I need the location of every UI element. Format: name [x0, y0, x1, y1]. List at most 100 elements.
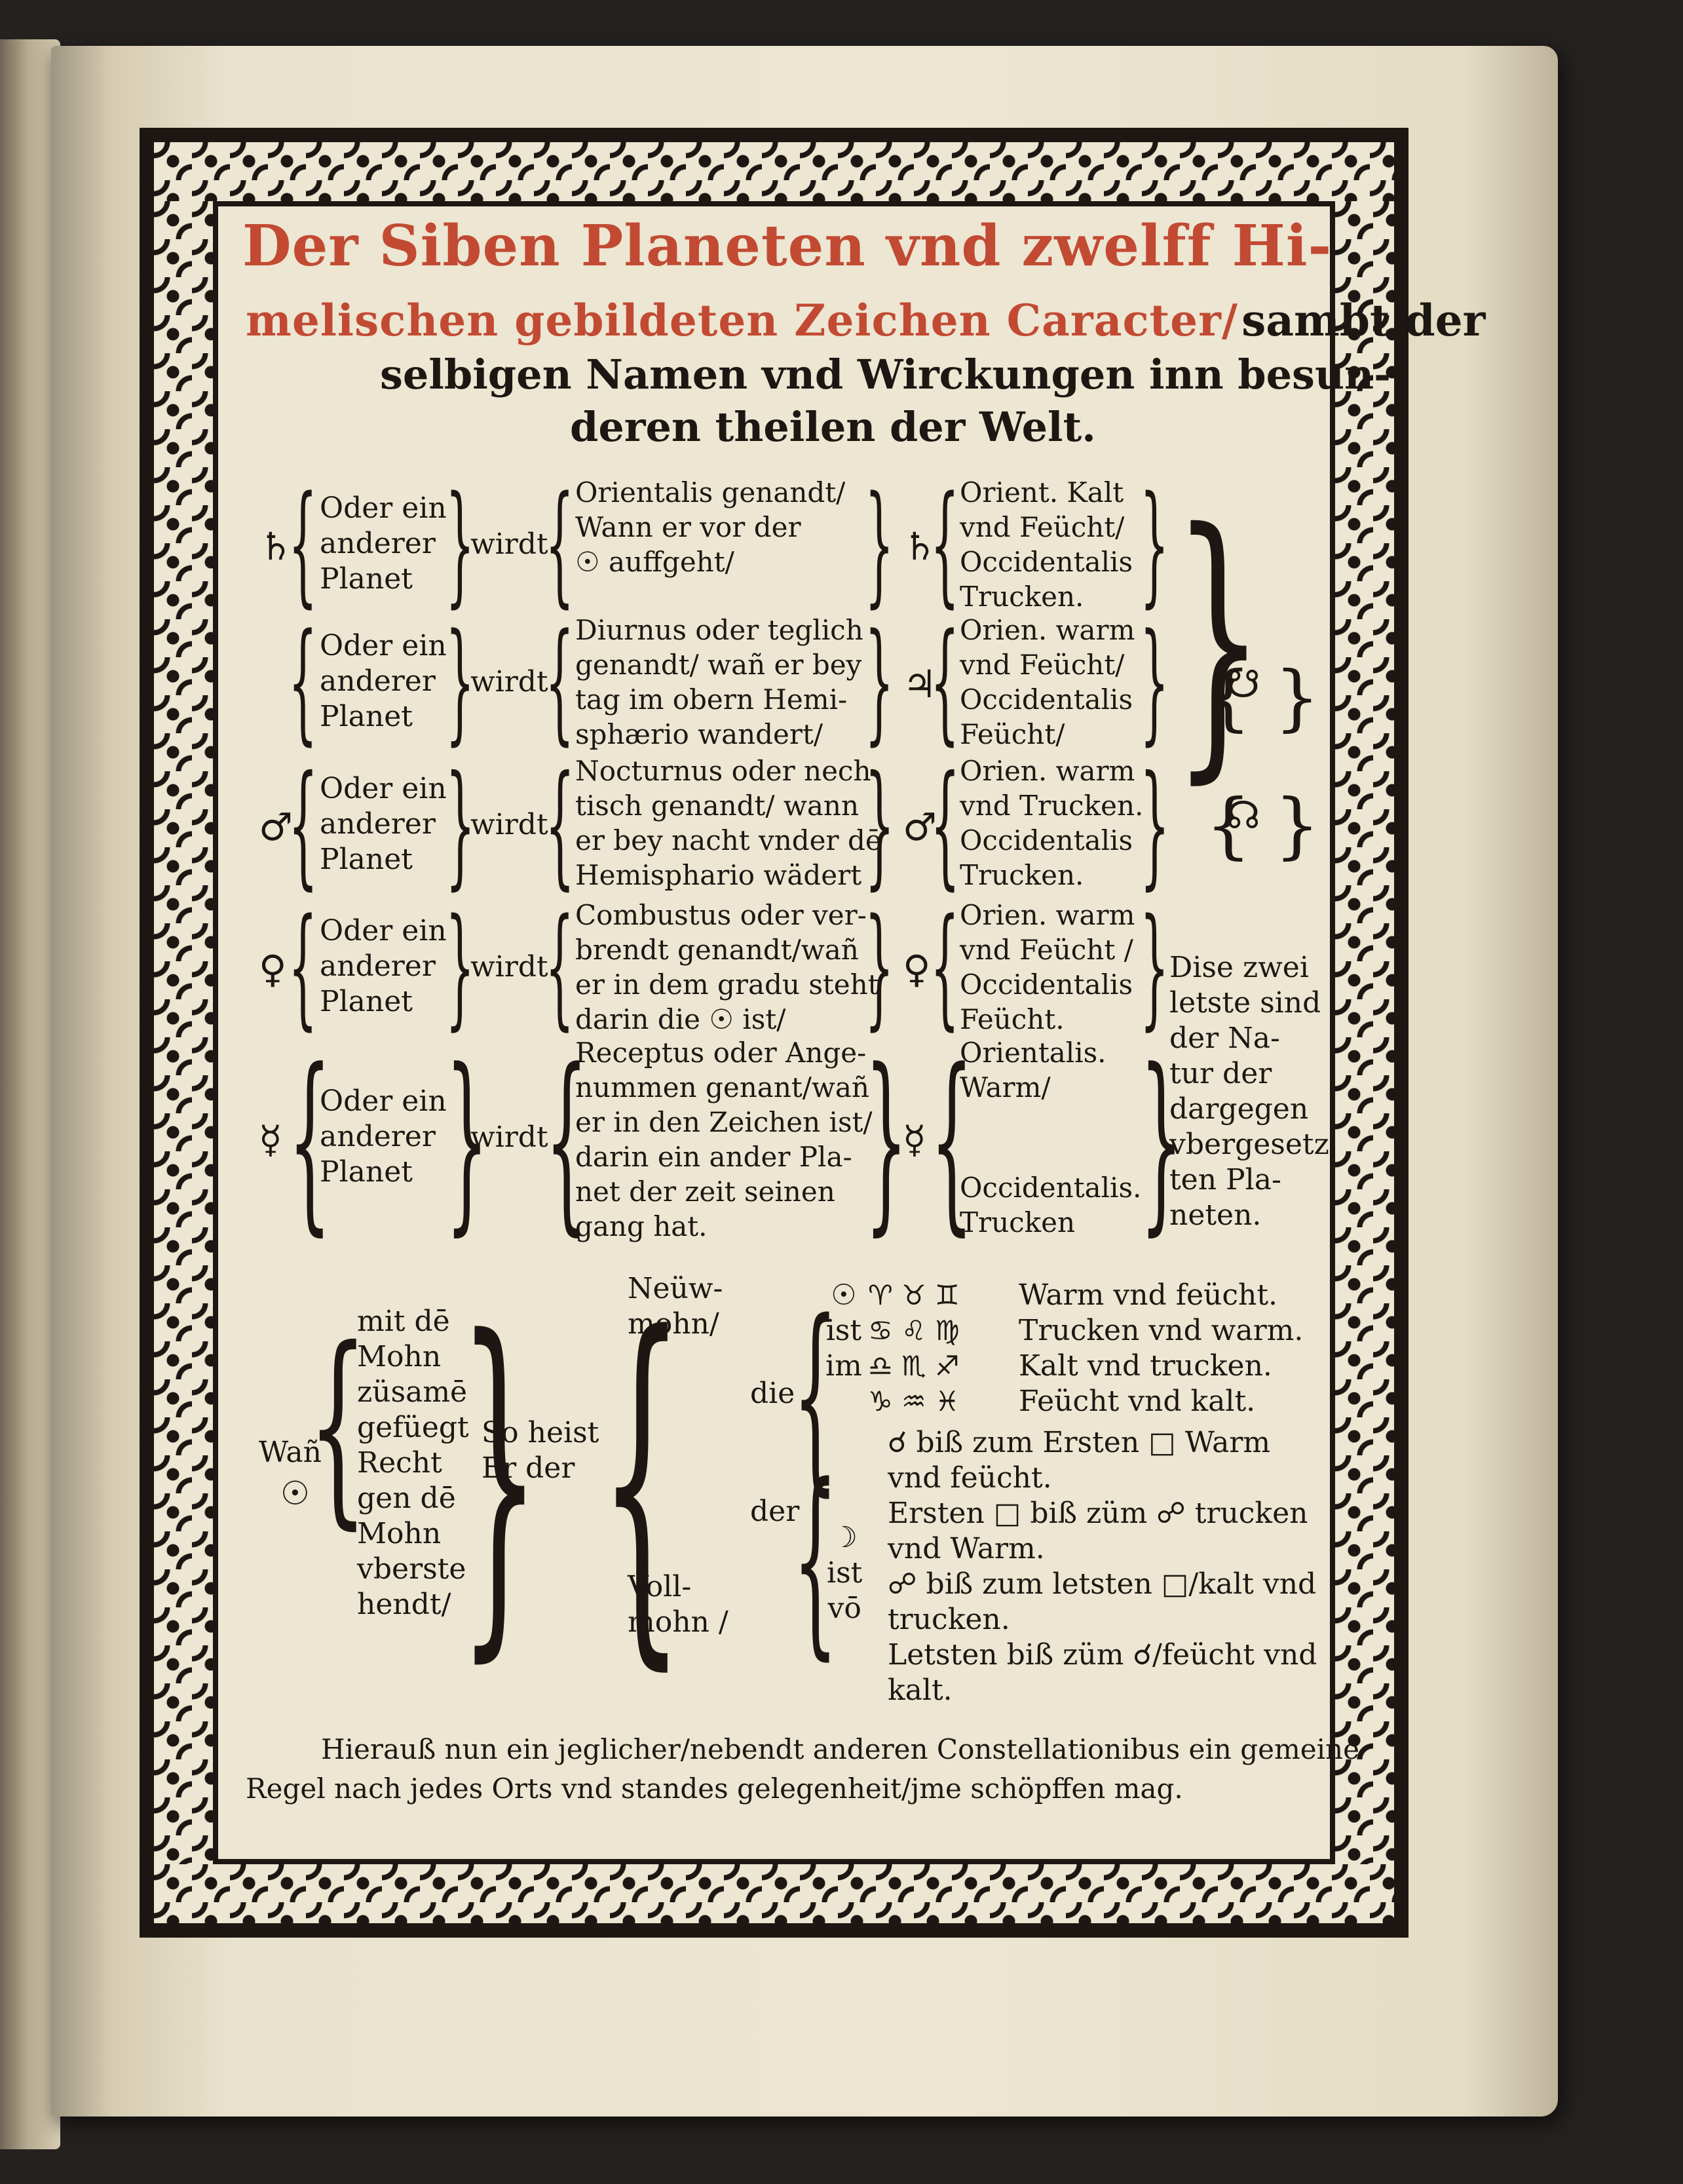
planet-alias-line: Planet	[320, 562, 413, 596]
planet-quality: Orientalis.Warm/Occidentalis.Trucken	[960, 1035, 1141, 1240]
wann-label: Wañ	[259, 1436, 322, 1469]
planet-alias-line: anderer	[320, 807, 436, 841]
brace-left: {	[545, 891, 575, 1043]
sun-ist-line: ist	[825, 1314, 862, 1347]
brace-moon: {	[599, 1258, 685, 1700]
brace-left: {	[288, 891, 318, 1043]
node-note-line: neten.	[1169, 1198, 1262, 1232]
planet-description-line: brendt genandt/wañ	[575, 934, 859, 966]
node-note-line: der Na-	[1169, 1022, 1280, 1055]
brace-left: {	[288, 469, 318, 621]
brace-left: {	[930, 606, 960, 758]
planet-quality-line: Orien. warm	[960, 614, 1135, 646]
sun-ist-line: ☉	[831, 1278, 857, 1312]
brace-right: }	[1140, 469, 1169, 621]
planet-symbol: ♄	[259, 524, 293, 569]
planet-description-line: tag im obern Hemi-	[575, 683, 848, 716]
planet-symbol-2: ♂	[903, 804, 937, 849]
planet-alias-line: Planet	[320, 985, 413, 1018]
planet-description-line: Hemisphario wädert	[575, 859, 862, 891]
brace-left: {	[545, 1029, 588, 1253]
brace-right: }	[865, 1029, 908, 1253]
sun-ist-line: im	[825, 1349, 862, 1383]
descending-node-symbol: ☊	[1226, 793, 1260, 837]
planet-alias-line: Planet	[320, 700, 413, 733]
planet-symbol: ♀	[259, 947, 287, 991]
brace-moon-phase: {	[793, 1442, 839, 1678]
die-label: die	[750, 1377, 795, 1410]
planet-quality-line: Warm/	[960, 1071, 1051, 1103]
conjunction-line: züsamē	[357, 1375, 468, 1409]
planet-description-line: darin ein ander Pla-	[575, 1141, 852, 1173]
node-brace-left-2: {	[1205, 783, 1251, 867]
brace-right: }	[865, 747, 895, 903]
zodiac-signs: ♎ ♏ ♐	[868, 1350, 960, 1382]
planet-description-line: net der zeit seinen	[575, 1176, 835, 1208]
brace-left: {	[545, 747, 575, 903]
moon-ist-line: ☽	[831, 1521, 858, 1554]
brace-right: }	[865, 606, 894, 758]
title-line-4: deren theilen der Welt.	[570, 403, 1096, 451]
planet-description-line: darin die ☉ ist/	[575, 1003, 786, 1035]
node-note-line: dargegen	[1169, 1092, 1309, 1126]
planet-description-line: nummen genant/wañ	[575, 1071, 869, 1103]
planet-alias-line: Oder ein	[320, 914, 447, 948]
brace-right: }	[445, 747, 476, 903]
node-brace-right-2: }	[1274, 783, 1320, 867]
ascending-node-symbol: ☋	[1226, 662, 1260, 706]
moon-ist-line: vō	[827, 1592, 861, 1625]
brace-right: }	[865, 469, 894, 621]
planet-symbol-2: ♀	[903, 947, 931, 991]
border-band-right	[1335, 201, 1394, 1864]
brace-left: {	[930, 891, 960, 1043]
moon-ist-line: ist	[827, 1556, 863, 1590]
new-moon-line: Neüw-	[628, 1272, 723, 1305]
brace-wann: {	[308, 1304, 368, 1548]
der-label: der	[750, 1495, 800, 1528]
planet-quality-line: Occidentalis	[960, 824, 1133, 856]
zodiac-signs: ♋ ♌ ♍	[868, 1314, 960, 1347]
so-heist-line: So heist	[482, 1416, 599, 1449]
planet-description-line: Wann er vor der	[575, 511, 801, 543]
brace-left: {	[288, 606, 318, 758]
brace-right: }	[445, 891, 475, 1043]
title-line-2-red: melischen gebildeten Zeichen Caracter/	[246, 295, 1239, 346]
ornamental-border	[140, 128, 1409, 1938]
node-note-line: ten Pla-	[1169, 1163, 1281, 1197]
title-line-2-black: sambt der	[1241, 295, 1486, 346]
zodiac-signs: ♈ ♉ ♊	[868, 1279, 960, 1311]
node-note-line: letste sind	[1169, 986, 1321, 1020]
planet-quality-line: Orientalis.	[960, 1037, 1106, 1069]
title-line-2: melischen gebildeten Zeichen Caracter/ s…	[246, 295, 1485, 346]
moon-phase-line: ☍ biß zum letsten □/kalt vnd	[888, 1567, 1317, 1601]
brace-right: }	[1140, 1029, 1183, 1253]
brace-left: {	[545, 469, 575, 621]
planet-alias-line: Oder ein	[320, 771, 447, 805]
planet-symbol-2: ☿	[903, 1117, 926, 1162]
zodiac-quality: Warm vnd feücht.	[1019, 1278, 1278, 1312]
brace-sun: {	[793, 1278, 839, 1514]
planet-description-line: gang hat.	[575, 1210, 708, 1242]
node-brace-left: {	[1205, 655, 1251, 739]
planet-quality-line: vnd Feücht/	[960, 649, 1125, 681]
wirdt-label: wirdt	[470, 807, 548, 841]
brace-left: {	[930, 747, 960, 903]
planet-description-line: er in dem gradu steht	[575, 968, 879, 1001]
planet-alias-line: Oder ein	[320, 629, 447, 662]
moon-phase-line: vnd Warm.	[888, 1532, 1045, 1565]
zodiac-quality: Kalt vnd trucken.	[1019, 1349, 1272, 1383]
planet-quality-line: Occidentalis.	[960, 1172, 1142, 1204]
planet-alias-line: Oder ein	[320, 491, 447, 525]
conjunction-line: Recht	[357, 1446, 442, 1480]
